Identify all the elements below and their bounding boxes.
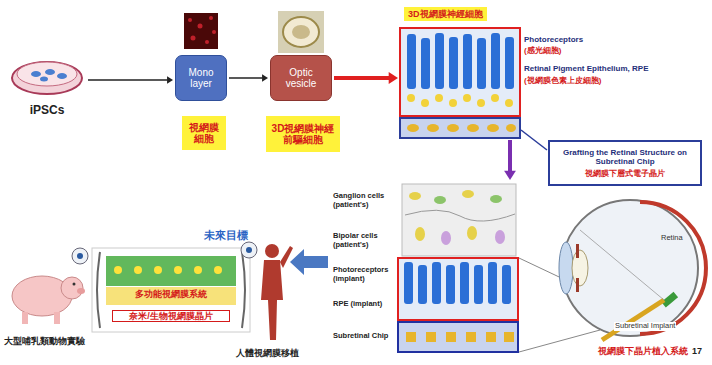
node-text: Optic vesicle xyxy=(274,67,328,90)
cell-dish: iPSCs xyxy=(8,48,86,132)
node-text: Subretinal Chip xyxy=(333,332,397,341)
label: Photoreceptors xyxy=(524,35,583,44)
petri-dish xyxy=(8,48,86,98)
vesicle-core xyxy=(292,25,310,39)
node-text: iPSCs xyxy=(8,104,86,118)
implant-panel: Ganglion cells (patient's) Bipolar cells … xyxy=(330,182,520,356)
node-text: Ganglion cells (patient's) xyxy=(333,192,397,209)
retina-layer xyxy=(640,202,706,334)
human xyxy=(261,244,293,340)
optic-axis xyxy=(580,230,664,300)
node-text: 多功能視網膜系統 xyxy=(106,289,236,299)
flow-arrow xyxy=(229,74,268,82)
label-zh: (視網膜色素上皮細胞) xyxy=(524,76,601,85)
rpe-band xyxy=(400,118,520,138)
arrowhead xyxy=(262,74,268,82)
bracket xyxy=(242,252,245,328)
arrowhead xyxy=(389,72,398,84)
flow-arrow xyxy=(88,76,173,84)
node-text: 視網膜細胞 xyxy=(186,122,222,145)
connector-line xyxy=(508,140,512,171)
implant-tool xyxy=(602,300,664,340)
leader-line xyxy=(521,130,547,150)
iris xyxy=(576,244,579,258)
node-text: 奈米/生物視網膜晶片 xyxy=(112,310,230,322)
nuclei xyxy=(407,94,513,107)
rpe-cells xyxy=(407,124,516,132)
caption-label: 視網膜下晶片植入系統 xyxy=(598,346,688,356)
pig xyxy=(12,276,85,324)
page-number: 17 xyxy=(692,346,702,356)
connector-line xyxy=(334,76,389,80)
node-text: Subretinal Implant xyxy=(614,322,676,331)
node-text: 3D視網膜神經前驅細胞 xyxy=(270,123,336,146)
retina-band xyxy=(106,256,236,286)
connector-line xyxy=(88,79,167,81)
chip xyxy=(398,322,518,352)
flow-arrow xyxy=(504,140,516,180)
lens xyxy=(572,250,588,286)
eye-diagram: RetinaSubretinal Implant xyxy=(548,198,706,342)
retina-panel: 3D視網膜神經細胞 xyxy=(400,28,520,138)
eye-icon xyxy=(241,242,257,258)
label: Retinal Pigment Epithelium, RPE xyxy=(524,64,648,73)
implant-photoreceptors xyxy=(398,258,518,320)
cornea xyxy=(559,242,573,294)
zoom-line xyxy=(519,330,600,352)
node-text: RPE (implant) xyxy=(333,300,397,309)
bracket xyxy=(97,252,100,328)
connector-line xyxy=(229,77,262,79)
caption-label: 大型哺乳類動物實驗 xyxy=(4,336,85,346)
node-text: 視網膜下層式電子晶片 xyxy=(585,169,665,178)
arrowhead xyxy=(167,76,173,84)
retina-image xyxy=(400,28,520,116)
node-text: Grafting the Retinal Structure on Subret… xyxy=(554,148,696,166)
photoreceptors xyxy=(407,33,514,89)
node-text: Mono layer xyxy=(179,67,223,90)
iris xyxy=(576,278,579,292)
future-panel xyxy=(92,248,250,332)
node-text: 3D視網膜神經細胞 xyxy=(404,7,487,21)
cell-dots xyxy=(188,16,216,44)
monolayer-photo xyxy=(184,13,218,49)
patient-cells xyxy=(405,190,515,245)
eyeball xyxy=(562,200,698,336)
vesicle-photo xyxy=(278,11,324,53)
node-text: Retina xyxy=(660,234,684,243)
node-text: Photoreceptors (implant) xyxy=(333,266,397,283)
caption-label: 人體視網膜移植 xyxy=(236,348,299,358)
process-box: Optic vesicle xyxy=(270,55,332,101)
patient-retina xyxy=(402,184,516,256)
eye-icon xyxy=(72,248,88,264)
node-text: Bipolar cells (patient's) xyxy=(333,232,397,249)
arrowhead xyxy=(504,171,516,180)
yellow-tag: 3D視網膜神經前驅細胞 xyxy=(266,116,340,152)
future-panel: 未來目標多功能視網膜系統奈米/生物視網膜晶片 xyxy=(92,248,250,332)
yellow-tag: 視網膜細胞 xyxy=(182,116,226,150)
callout-box: Grafting the Retinal Structure on Subret… xyxy=(548,140,702,186)
photoreceptors xyxy=(404,262,511,304)
vesicle xyxy=(283,17,319,47)
flow-arrow xyxy=(334,72,398,84)
node-text: 未來目標 xyxy=(204,229,248,242)
label-zh: (感光細胞) xyxy=(524,46,561,55)
yellow-band xyxy=(106,287,236,305)
process-box: Mono layer xyxy=(175,55,227,101)
stars xyxy=(114,266,222,274)
goal-arrow xyxy=(290,249,328,275)
chip-pads xyxy=(406,332,514,342)
